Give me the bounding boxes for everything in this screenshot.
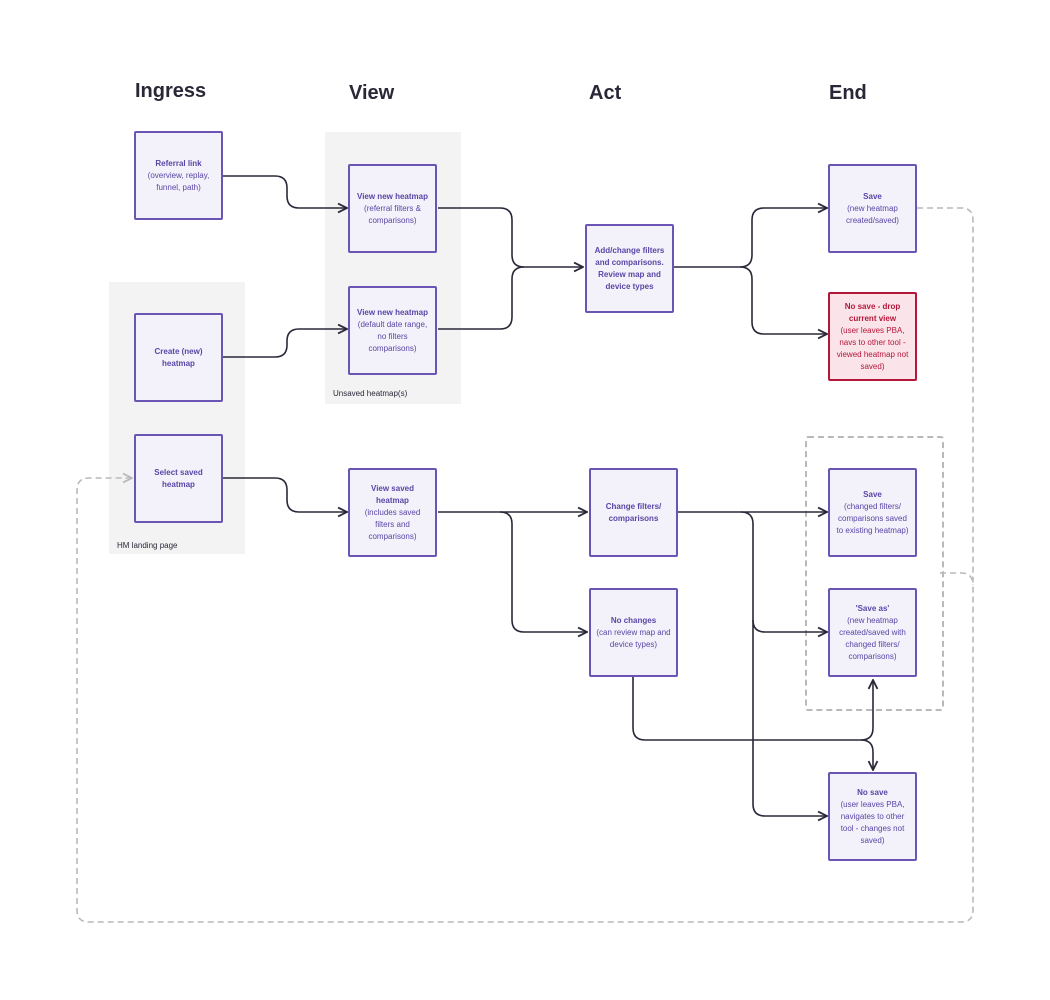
heading-ingress: Ingress xyxy=(135,80,207,102)
edge-create-to-view-new xyxy=(223,329,347,358)
node-no-save[interactable]: No save (user leaves PBA, navigates to o… xyxy=(828,772,917,861)
node-title: Create (new) heatmap xyxy=(154,346,203,368)
edge-view-saved-to-no-changes xyxy=(499,511,587,632)
node-change-filters[interactable]: Change filters/ comparisons xyxy=(589,468,678,557)
node-no-changes[interactable]: No changes (can review map and device ty… xyxy=(589,588,678,677)
node-description: (changed filters/ comparisons saved to e… xyxy=(836,501,909,535)
node-select-saved-heatmap[interactable]: Select saved heatmap xyxy=(134,434,223,523)
node-no-save-drop-current-view[interactable]: No save - drop current view (user leaves… xyxy=(828,292,917,381)
node-description: (user leaves PBA, navs to other tool - v… xyxy=(836,325,909,371)
edge-no-changes-to-save-as xyxy=(632,676,873,741)
hm-landing-page-label: HM landing page xyxy=(117,541,178,550)
node-description: (user leaves PBA, navigates to other too… xyxy=(840,799,905,845)
node-save-as[interactable]: 'Save as' (new heatmap created/saved wit… xyxy=(828,588,917,677)
unsaved-heatmaps-label: Unsaved heatmap(s) xyxy=(333,389,408,398)
node-create-new-heatmap[interactable]: Create (new) heatmap xyxy=(134,313,223,402)
node-title: Select saved heatmap xyxy=(154,467,203,489)
node-title: No save - drop current view xyxy=(844,301,901,323)
edge-add-to-save-new xyxy=(674,208,827,268)
node-title: Referral link xyxy=(155,158,202,168)
node-view-new-heatmap-default[interactable]: View new heatmap (default date range, no… xyxy=(348,286,437,375)
node-title: Change filters/ comparisons xyxy=(605,501,662,523)
node-description: (overview, replay, funnel, path) xyxy=(147,170,210,192)
edge-view-default-to-add xyxy=(438,266,525,330)
edge-referral-to-view-new xyxy=(223,175,347,208)
edge-change-to-save-as xyxy=(740,511,827,632)
node-description: (can review map and device types) xyxy=(596,627,671,649)
node-description: (new heatmap created/saved) xyxy=(846,203,899,225)
node-title: View new heatmap xyxy=(357,307,428,317)
node-description: (default date range, no filters comparis… xyxy=(357,319,428,353)
node-view-new-heatmap-referral[interactable]: View new heatmap (referral filters & com… xyxy=(348,164,437,253)
node-title: No save xyxy=(857,787,888,797)
heading-end: End xyxy=(829,82,867,104)
edge-no-changes-to-no-save xyxy=(860,739,873,770)
edge-loop-back-to-select-saved xyxy=(76,207,974,923)
node-add-change-filters[interactable]: Add/change filters and comparisons. Revi… xyxy=(585,224,674,313)
node-title: 'Save as' xyxy=(855,603,890,613)
node-view-saved-heatmap[interactable]: View saved heatmap (includes saved filte… xyxy=(348,468,437,557)
edge-select-to-view-saved xyxy=(223,477,347,512)
edge-saved-group-to-loop xyxy=(940,572,974,586)
edge-change-to-no-save xyxy=(752,620,827,816)
node-save-existing-heatmap[interactable]: Save (changed filters/ comparisons saved… xyxy=(828,468,917,557)
node-title: Save xyxy=(863,489,882,499)
node-referral-link[interactable]: Referral link (overview, replay, funnel,… xyxy=(134,131,223,220)
node-description: (new heatmap created/saved with changed … xyxy=(839,615,906,661)
node-title: Add/change filters and comparisons. Revi… xyxy=(594,245,665,291)
edge-view-referral-to-add xyxy=(438,207,583,267)
node-description: (includes saved filters and comparisons) xyxy=(364,507,421,541)
node-title: Save xyxy=(863,191,882,201)
node-description: (referral filters & comparisons) xyxy=(364,203,421,225)
node-title: No changes xyxy=(610,615,657,625)
heading-act: Act xyxy=(589,82,622,104)
heading-view: View xyxy=(349,82,395,104)
node-save-new-heatmap[interactable]: Save (new heatmap created/saved) xyxy=(828,164,917,253)
node-title: View new heatmap xyxy=(357,191,428,201)
node-title: View saved heatmap xyxy=(371,483,414,505)
edge-add-to-no-save-drop xyxy=(739,266,827,334)
